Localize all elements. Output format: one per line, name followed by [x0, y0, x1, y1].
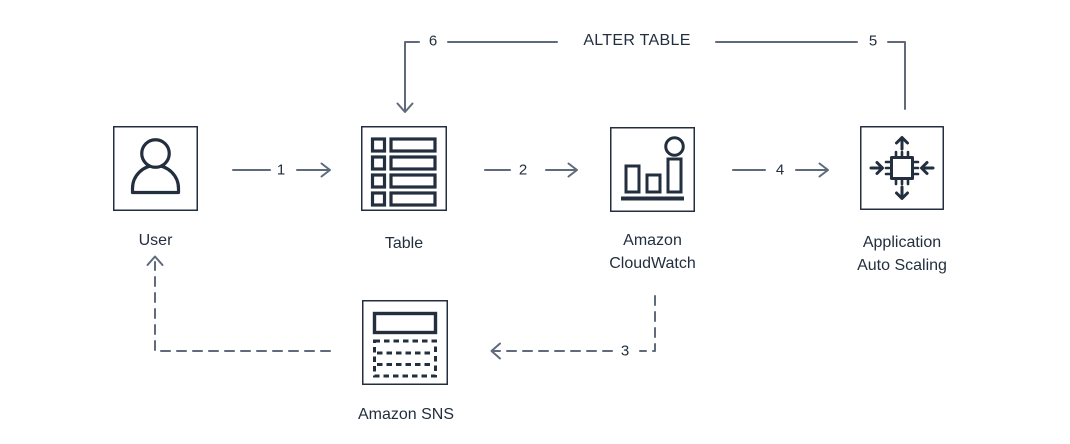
- node-label-table: Table: [384, 235, 424, 252]
- node-autoscaling: [860, 126, 944, 210]
- connector-cloudwatch-to-sns: [490, 295, 656, 360]
- sns-icon: [362, 300, 448, 385]
- auto-scaling-icon: [860, 126, 944, 210]
- node-label-cloudwatch: Amazon CloudWatch: [563, 229, 743, 275]
- node-label-autoscaling-line1: Application: [862, 234, 942, 251]
- node-sns: [362, 300, 448, 385]
- cloudwatch-icon: [610, 127, 695, 212]
- connector-user-to-table: [232, 162, 331, 178]
- connector-cloudwatch-to-autoscaling: [732, 162, 829, 178]
- connector-table-to-cloudwatch: [484, 162, 578, 178]
- connector-2-label: 2: [516, 161, 530, 179]
- node-label-sns: Amazon SNS: [357, 406, 455, 423]
- node-label-autoscaling-line2: Auto Scaling: [857, 257, 947, 274]
- connector-4-label: 4: [773, 161, 787, 179]
- node-table: [361, 126, 447, 211]
- node-user: [113, 126, 198, 211]
- connector-3-label: 3: [618, 342, 632, 360]
- alter-table-label: ALTER TABLE: [577, 32, 697, 50]
- table-icon: [361, 126, 447, 211]
- user-icon: [113, 126, 198, 211]
- connector-1-label: 1: [274, 161, 288, 179]
- connector-5-label: 5: [866, 32, 880, 50]
- connector-6-label: 6: [426, 32, 440, 50]
- node-cloudwatch: [610, 127, 695, 212]
- node-label-cloudwatch-line2: CloudWatch: [609, 255, 696, 272]
- connector-alter-table: [396, 41, 906, 113]
- connector-sns-to-user: [146, 255, 331, 352]
- node-label-user: User: [138, 232, 173, 249]
- node-label-autoscaling: Application Auto Scaling: [812, 231, 992, 277]
- node-label-cloudwatch-line1: Amazon: [623, 232, 682, 249]
